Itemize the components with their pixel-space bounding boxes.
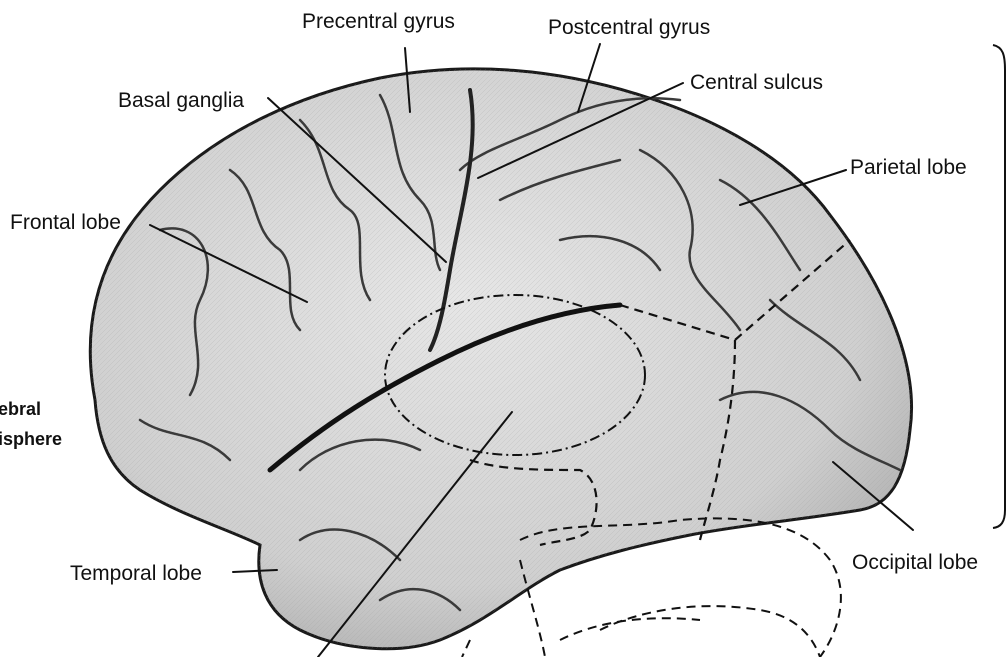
side-caption-line2: isphere	[0, 430, 62, 448]
hemisphere-bracket	[993, 45, 1005, 528]
label-occipital-lobe: Occipital lobe	[852, 552, 978, 573]
label-central-sulcus: Central sulcus	[690, 72, 823, 93]
label-parietal-lobe: Parietal lobe	[850, 157, 967, 178]
label-temporal-lobe: Temporal lobe	[70, 563, 202, 584]
side-caption-line1: ebral	[0, 400, 41, 418]
label-postcentral-gyrus: Postcentral gyrus	[548, 17, 710, 38]
label-basal-ganglia: Basal ganglia	[118, 90, 244, 111]
label-frontal-lobe: Frontal lobe	[10, 212, 121, 233]
label-precentral-gyrus: Precentral gyrus	[302, 11, 455, 32]
